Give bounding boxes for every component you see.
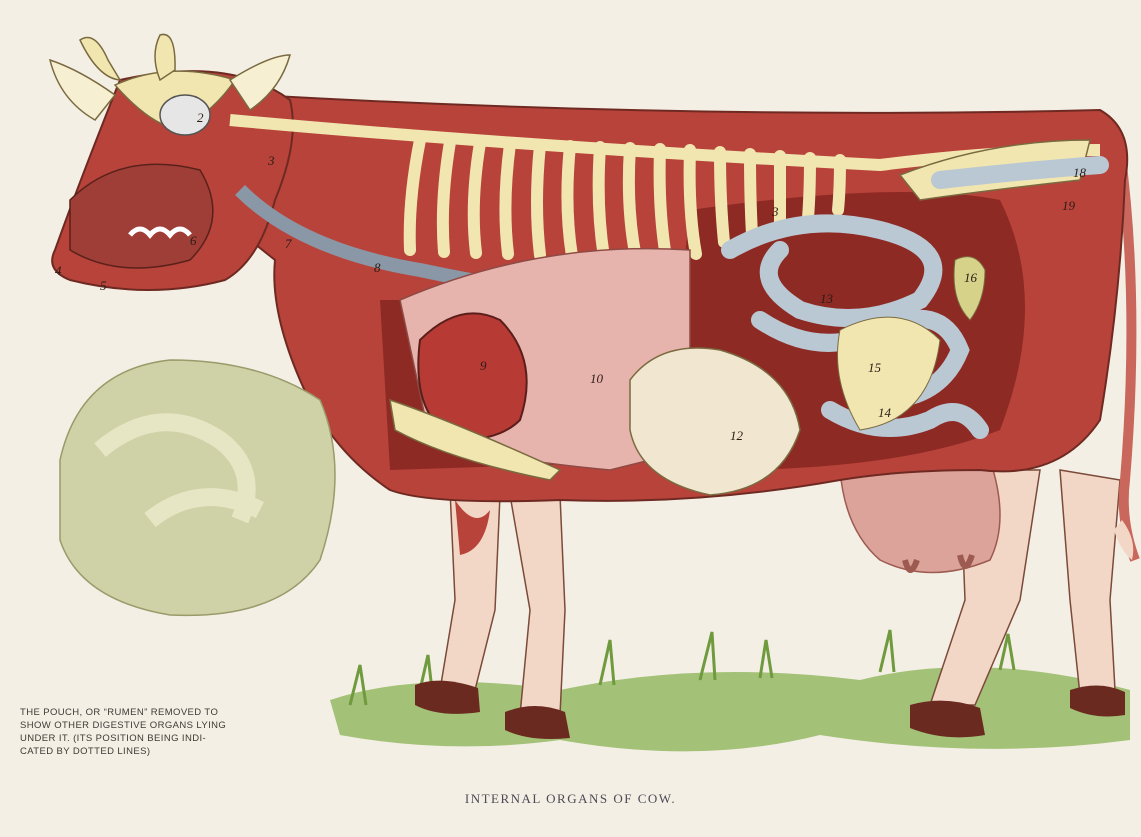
label-6: 6	[190, 233, 197, 248]
plate-title: INTERNAL ORGANS OF COW.	[0, 791, 1141, 807]
label-2: 2	[197, 110, 204, 125]
head	[50, 34, 293, 290]
label-5: 5	[100, 278, 107, 293]
label-18: 18	[1073, 165, 1087, 180]
label-10: 10	[590, 371, 604, 386]
label-12: 12	[730, 428, 744, 443]
label-8: 8	[374, 260, 381, 275]
label-3a: 3	[267, 153, 275, 168]
rumen-caption-line: THE POUCH, OR “RUMEN” REMOVED TO	[20, 706, 310, 719]
label-13: 13	[820, 291, 834, 306]
label-15: 15	[868, 360, 882, 375]
label-3b: 3	[771, 204, 779, 219]
rumen-caption-line: SHOW OTHER DIGESTIVE ORGANS LYING	[20, 719, 310, 732]
label-4: 4	[55, 263, 62, 278]
label-19: 19	[1062, 198, 1076, 213]
label-14: 14	[878, 405, 892, 420]
rumen	[60, 360, 335, 615]
rumen-caption-line: UNDER IT. (ITS POSITION BEING INDI-	[20, 732, 310, 745]
label-16: 16	[964, 270, 978, 285]
label-9: 9	[480, 358, 487, 373]
label-7: 7	[285, 236, 292, 251]
rumen-caption-line: CATED BY DOTTED LINES)	[20, 745, 310, 758]
rumen-caption: THE POUCH, OR “RUMEN” REMOVED TO SHOW OT…	[20, 706, 310, 758]
